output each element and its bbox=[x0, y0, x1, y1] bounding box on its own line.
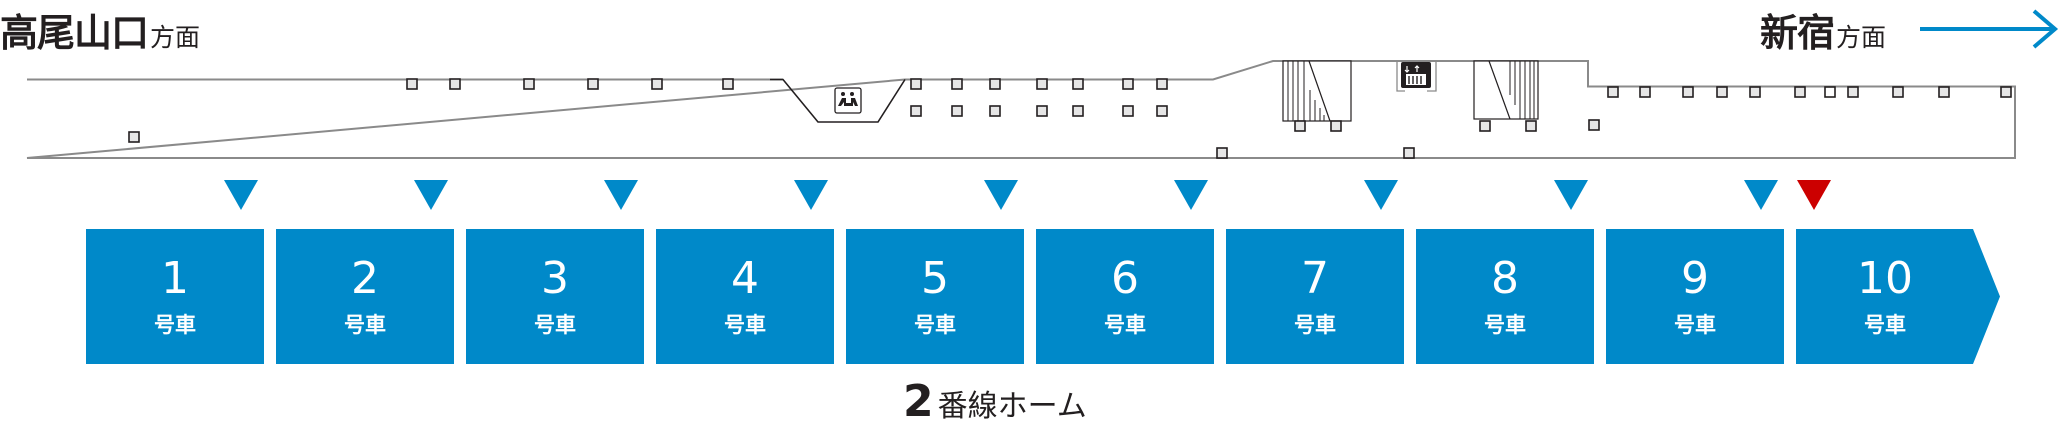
elevator-icon bbox=[1396, 62, 1437, 92]
car-number: 3 bbox=[541, 253, 569, 304]
pillar-marker bbox=[1682, 86, 1694, 98]
pillar-marker bbox=[989, 105, 1001, 117]
pillar-marker bbox=[1938, 86, 1950, 98]
pillar-marker bbox=[1216, 147, 1228, 159]
pillar-marker bbox=[1607, 86, 1619, 98]
pillar-marker bbox=[1156, 105, 1168, 117]
car-label: 号車 bbox=[534, 313, 576, 337]
car-label: 号車 bbox=[344, 313, 386, 337]
car-label: 号車 bbox=[1484, 313, 1526, 337]
car-label: 号車 bbox=[1104, 313, 1146, 337]
car-label: 号車 bbox=[914, 313, 956, 337]
car-label: 号車 bbox=[1294, 313, 1336, 337]
door-marker-icon bbox=[1554, 180, 1588, 210]
door-marker-icon bbox=[604, 180, 638, 210]
pillar-marker bbox=[1156, 78, 1168, 90]
car-number: 6 bbox=[1111, 253, 1139, 304]
pillar-marker bbox=[1294, 120, 1306, 132]
stairs-icon bbox=[1282, 60, 1352, 122]
pillar-marker bbox=[128, 131, 140, 143]
car-number: 8 bbox=[1491, 253, 1519, 304]
pillar-marker bbox=[1588, 119, 1600, 131]
car-7: 7 号車 bbox=[1226, 229, 1404, 364]
highlight-marker-icon bbox=[1797, 180, 1831, 210]
door-marker-icon bbox=[1744, 180, 1778, 210]
car-number: 7 bbox=[1301, 253, 1329, 304]
platform-outline bbox=[26, 60, 2016, 159]
platform-text: 番線ホーム bbox=[937, 389, 1087, 424]
car-number: 5 bbox=[921, 253, 949, 304]
door-marker-icon bbox=[794, 180, 828, 210]
car-number: 2 bbox=[351, 253, 379, 304]
pillar-marker bbox=[1036, 105, 1048, 117]
door-marker-icon bbox=[1364, 180, 1398, 210]
car-label: 号車 bbox=[724, 313, 766, 337]
pillar-marker bbox=[449, 78, 461, 90]
car-number: 1 bbox=[161, 253, 189, 304]
pillar-marker bbox=[1479, 120, 1491, 132]
door-marker-icon bbox=[984, 180, 1018, 210]
toilet-icon bbox=[834, 87, 862, 114]
car-9: 9 号車 bbox=[1606, 229, 1784, 364]
door-marker-icon bbox=[414, 180, 448, 210]
car-number: 4 bbox=[731, 253, 759, 304]
car-2: 2 号車 bbox=[276, 229, 454, 364]
pillar-marker bbox=[1749, 86, 1761, 98]
car-label: 号車 bbox=[154, 313, 196, 337]
pillar-marker bbox=[1639, 86, 1651, 98]
car-4: 4 号車 bbox=[656, 229, 834, 364]
pillar-marker bbox=[1072, 105, 1084, 117]
pillar-marker bbox=[1122, 78, 1134, 90]
car-3: 3 号車 bbox=[466, 229, 644, 364]
pillar-marker bbox=[722, 78, 734, 90]
pillar-marker bbox=[910, 78, 922, 90]
pillar-marker bbox=[1824, 86, 1836, 98]
pillar-marker bbox=[1525, 120, 1537, 132]
pillar-marker bbox=[1330, 120, 1342, 132]
door-marker-icon bbox=[1174, 180, 1208, 210]
car-number: 10 bbox=[1857, 253, 1913, 304]
car-5: 5 号車 bbox=[846, 229, 1024, 364]
platform-number: 2 bbox=[903, 376, 934, 427]
pillar-marker bbox=[1892, 86, 1904, 98]
direction-station-left: 高尾山口 bbox=[0, 11, 149, 55]
pillar-marker bbox=[651, 78, 663, 90]
pillar-marker bbox=[1036, 78, 1048, 90]
pillar-marker bbox=[1847, 86, 1859, 98]
pillar-marker bbox=[951, 78, 963, 90]
pillar-marker bbox=[989, 78, 1001, 90]
toilet-area bbox=[770, 78, 906, 123]
pillar-marker bbox=[2000, 86, 2012, 98]
stairs-icon bbox=[1473, 60, 1539, 120]
car-label: 号車 bbox=[1864, 313, 1906, 337]
pillar-marker bbox=[523, 78, 535, 90]
pillar-marker bbox=[910, 105, 922, 117]
car-label: 号車 bbox=[1674, 313, 1716, 337]
direction-station-right: 新宿 bbox=[1760, 11, 1835, 55]
direction-shinjuku: 新宿方面 bbox=[1760, 2, 1886, 57]
pillar-marker bbox=[1072, 78, 1084, 90]
pillars bbox=[128, 78, 2012, 159]
pillar-marker bbox=[587, 78, 599, 90]
pillar-marker bbox=[1122, 105, 1134, 117]
car-6: 6 号車 bbox=[1036, 229, 1214, 364]
car-8: 8 号車 bbox=[1416, 229, 1594, 364]
car-10: 10 号車 bbox=[1796, 229, 2000, 364]
pillar-marker bbox=[406, 78, 418, 90]
door-marker-icon bbox=[224, 180, 258, 210]
pillar-marker bbox=[1403, 147, 1415, 159]
right-arrow-icon bbox=[1920, 9, 2059, 49]
pillar-marker bbox=[1716, 86, 1728, 98]
car-number: 9 bbox=[1681, 253, 1709, 304]
direction-suffix-right: 方面 bbox=[1836, 23, 1887, 52]
direction-suffix-left: 方面 bbox=[150, 23, 201, 52]
car-1: 1 号車 bbox=[86, 229, 264, 364]
direction-takaosanguchi: 高尾山口方面 bbox=[0, 2, 200, 57]
pillar-marker bbox=[951, 105, 963, 117]
pillar-marker bbox=[1794, 86, 1806, 98]
